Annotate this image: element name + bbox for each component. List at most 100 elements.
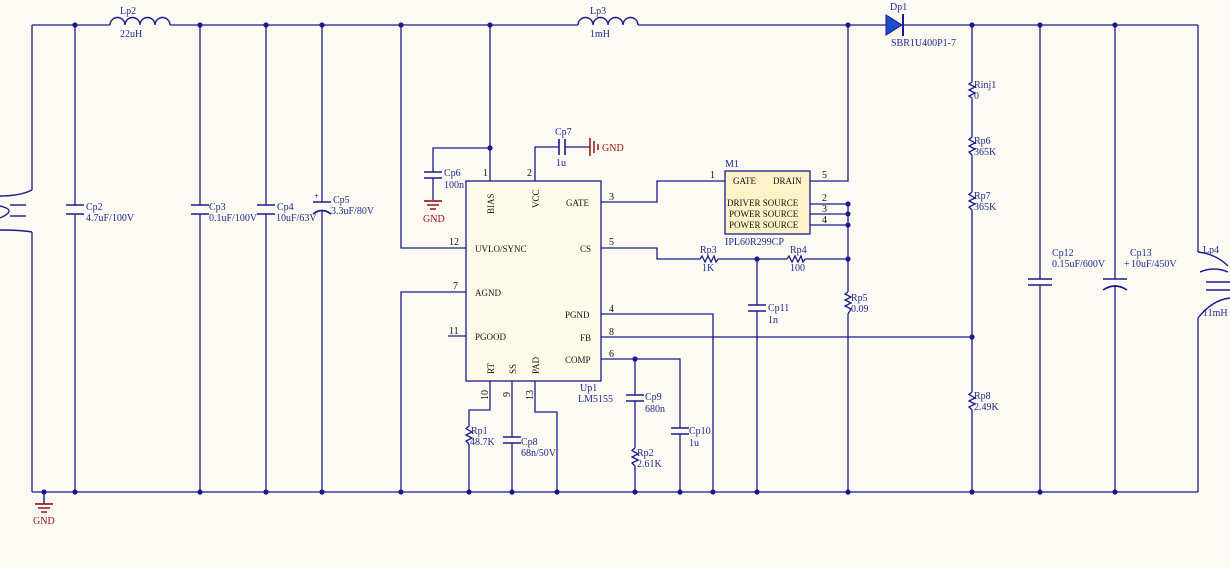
mosfet-designator: M1: [725, 159, 739, 170]
cp8-designator: Cp8: [521, 437, 538, 448]
rp5-value: 0.09: [851, 304, 869, 315]
rp7-value: 365K: [974, 202, 997, 213]
pin-pgnd-label: PGND: [565, 310, 590, 320]
cp4-value: 10uF/63V: [276, 213, 317, 224]
capacitor-cp2: [66, 204, 84, 215]
pin-number: 5: [822, 170, 827, 181]
pin-number: 3: [609, 192, 614, 203]
resistor-rp2: [630, 447, 640, 467]
junction-dot: [1112, 22, 1118, 28]
capacitor-cp5-polarized: +: [312, 191, 332, 215]
pin-number: 10: [480, 390, 491, 400]
junction-dot: [72, 489, 78, 495]
resistor-rp1: [464, 425, 474, 445]
vcc-wire: [534, 146, 559, 181]
comp-wire: [601, 358, 681, 428]
cp13-value: 10uF/450V: [1131, 259, 1177, 270]
dp1-designator: Dp1: [890, 2, 907, 13]
junction-dot: [263, 22, 269, 28]
cp3-value: 0.1uF/100V: [209, 213, 258, 224]
rinj1-designator: Rinj1: [974, 80, 996, 91]
mosfet-power-source-label: POWER SOURCE: [729, 220, 799, 230]
pin-number: 12: [449, 237, 459, 248]
junction-dot: [1037, 489, 1043, 495]
resistor-rinj1: [967, 81, 977, 99]
resistor-rp6: [967, 136, 977, 156]
cp7-designator: Cp7: [555, 127, 572, 138]
junction-dot: [398, 22, 404, 28]
cs-wire: [601, 247, 700, 260]
lp2-designator: Lp2: [120, 6, 136, 17]
resistor-rp8: [967, 391, 977, 411]
junction-dot: [710, 489, 716, 495]
junction-dot: [197, 489, 203, 495]
pad-wire: [534, 381, 558, 492]
capacitor-curved-plate: [1102, 285, 1128, 291]
rinj1-value: 0: [974, 91, 979, 102]
cp2-designator: Cp2: [86, 202, 103, 213]
cp5-designator: Cp5: [333, 195, 350, 206]
cp10-value: 1u: [689, 438, 699, 449]
rp1-value: 48.7K: [470, 437, 496, 448]
rp4-designator: Rp4: [790, 245, 807, 256]
resistor-rp3: [699, 254, 719, 264]
wires: [31, 24, 1199, 493]
cp9-designator: Cp9: [645, 392, 662, 403]
mosfet-part: IPL60R299CP: [725, 237, 784, 248]
junction-dot: [845, 256, 851, 262]
pin-number: 11: [449, 326, 459, 337]
cp8-value: 68n/50V: [521, 448, 557, 459]
pin-vcc-label: VCC: [531, 189, 541, 208]
lp4-designator: Lp4: [1203, 245, 1219, 256]
capacitor-cp7: [558, 139, 566, 155]
lp3-value: 1mH: [590, 29, 610, 40]
pin-number: 4: [609, 304, 614, 315]
transformer-coil: [0, 189, 33, 233]
mosfet-drain-label: DRAIN: [773, 176, 802, 186]
junction-dot: [754, 256, 760, 262]
rt-wire: [468, 381, 491, 426]
inductor-coil: [577, 16, 639, 26]
resistor-rp4: [786, 254, 806, 264]
pin-number: 6: [609, 349, 614, 360]
junction-dot: [72, 22, 78, 28]
junction-dot: [969, 334, 975, 340]
mosfet-driver-source-label: DRIVER SOURCE: [727, 198, 799, 208]
inductor-lp2: Lp2 22uH: [109, 6, 171, 40]
junction-dot: [554, 489, 560, 495]
rp8-designator: Rp8: [974, 391, 991, 402]
junction-dot: [487, 22, 493, 28]
pin-number: 8: [609, 327, 614, 338]
cp7-value: 1u: [556, 158, 566, 169]
inductor-coil: [1197, 297, 1230, 319]
transformer-coil: [0, 205, 10, 219]
ic-designator: Up1: [580, 383, 597, 394]
plus-icon: +: [314, 191, 319, 201]
rp3-designator: Rp3: [700, 245, 717, 256]
pin-number: 9: [502, 392, 513, 397]
ic-lm5155: 12 UVLO/SYNC 7 AGND 11 PGOOD 3 GATE 5 CS…: [449, 168, 614, 405]
capacitor-cp10: [671, 427, 689, 435]
dp1-value: SBR1U400P1-7: [891, 38, 956, 49]
lp3-designator: Lp3: [590, 6, 606, 17]
ic-part: LM5155: [578, 394, 613, 405]
resistors: [464, 81, 977, 467]
capacitor-cp8: [503, 436, 521, 444]
capacitor-cp6: [424, 171, 442, 179]
lp4-value: 11mH: [1203, 308, 1228, 319]
drain-wire: [810, 25, 849, 182]
cp6-value: 100n: [444, 180, 464, 191]
gnd-label: GND: [423, 214, 445, 225]
capacitor-cp11: [748, 304, 766, 312]
pin-number: 1: [710, 170, 715, 181]
pin-pad-label: PAD: [531, 356, 541, 374]
pin-uvlo-label: UVLO/SYNC: [475, 244, 527, 254]
cp9-value: 680n: [645, 404, 665, 415]
rp3-value: 1K: [702, 263, 715, 274]
pin-number: 2: [527, 168, 532, 179]
cp5-value: 3.3uF/80V: [331, 206, 375, 217]
inductor-lp4: Lp4 11mH: [1197, 245, 1230, 319]
ground-cp6: [424, 200, 442, 210]
cp12-value: 0.15uF/600V: [1052, 259, 1106, 270]
